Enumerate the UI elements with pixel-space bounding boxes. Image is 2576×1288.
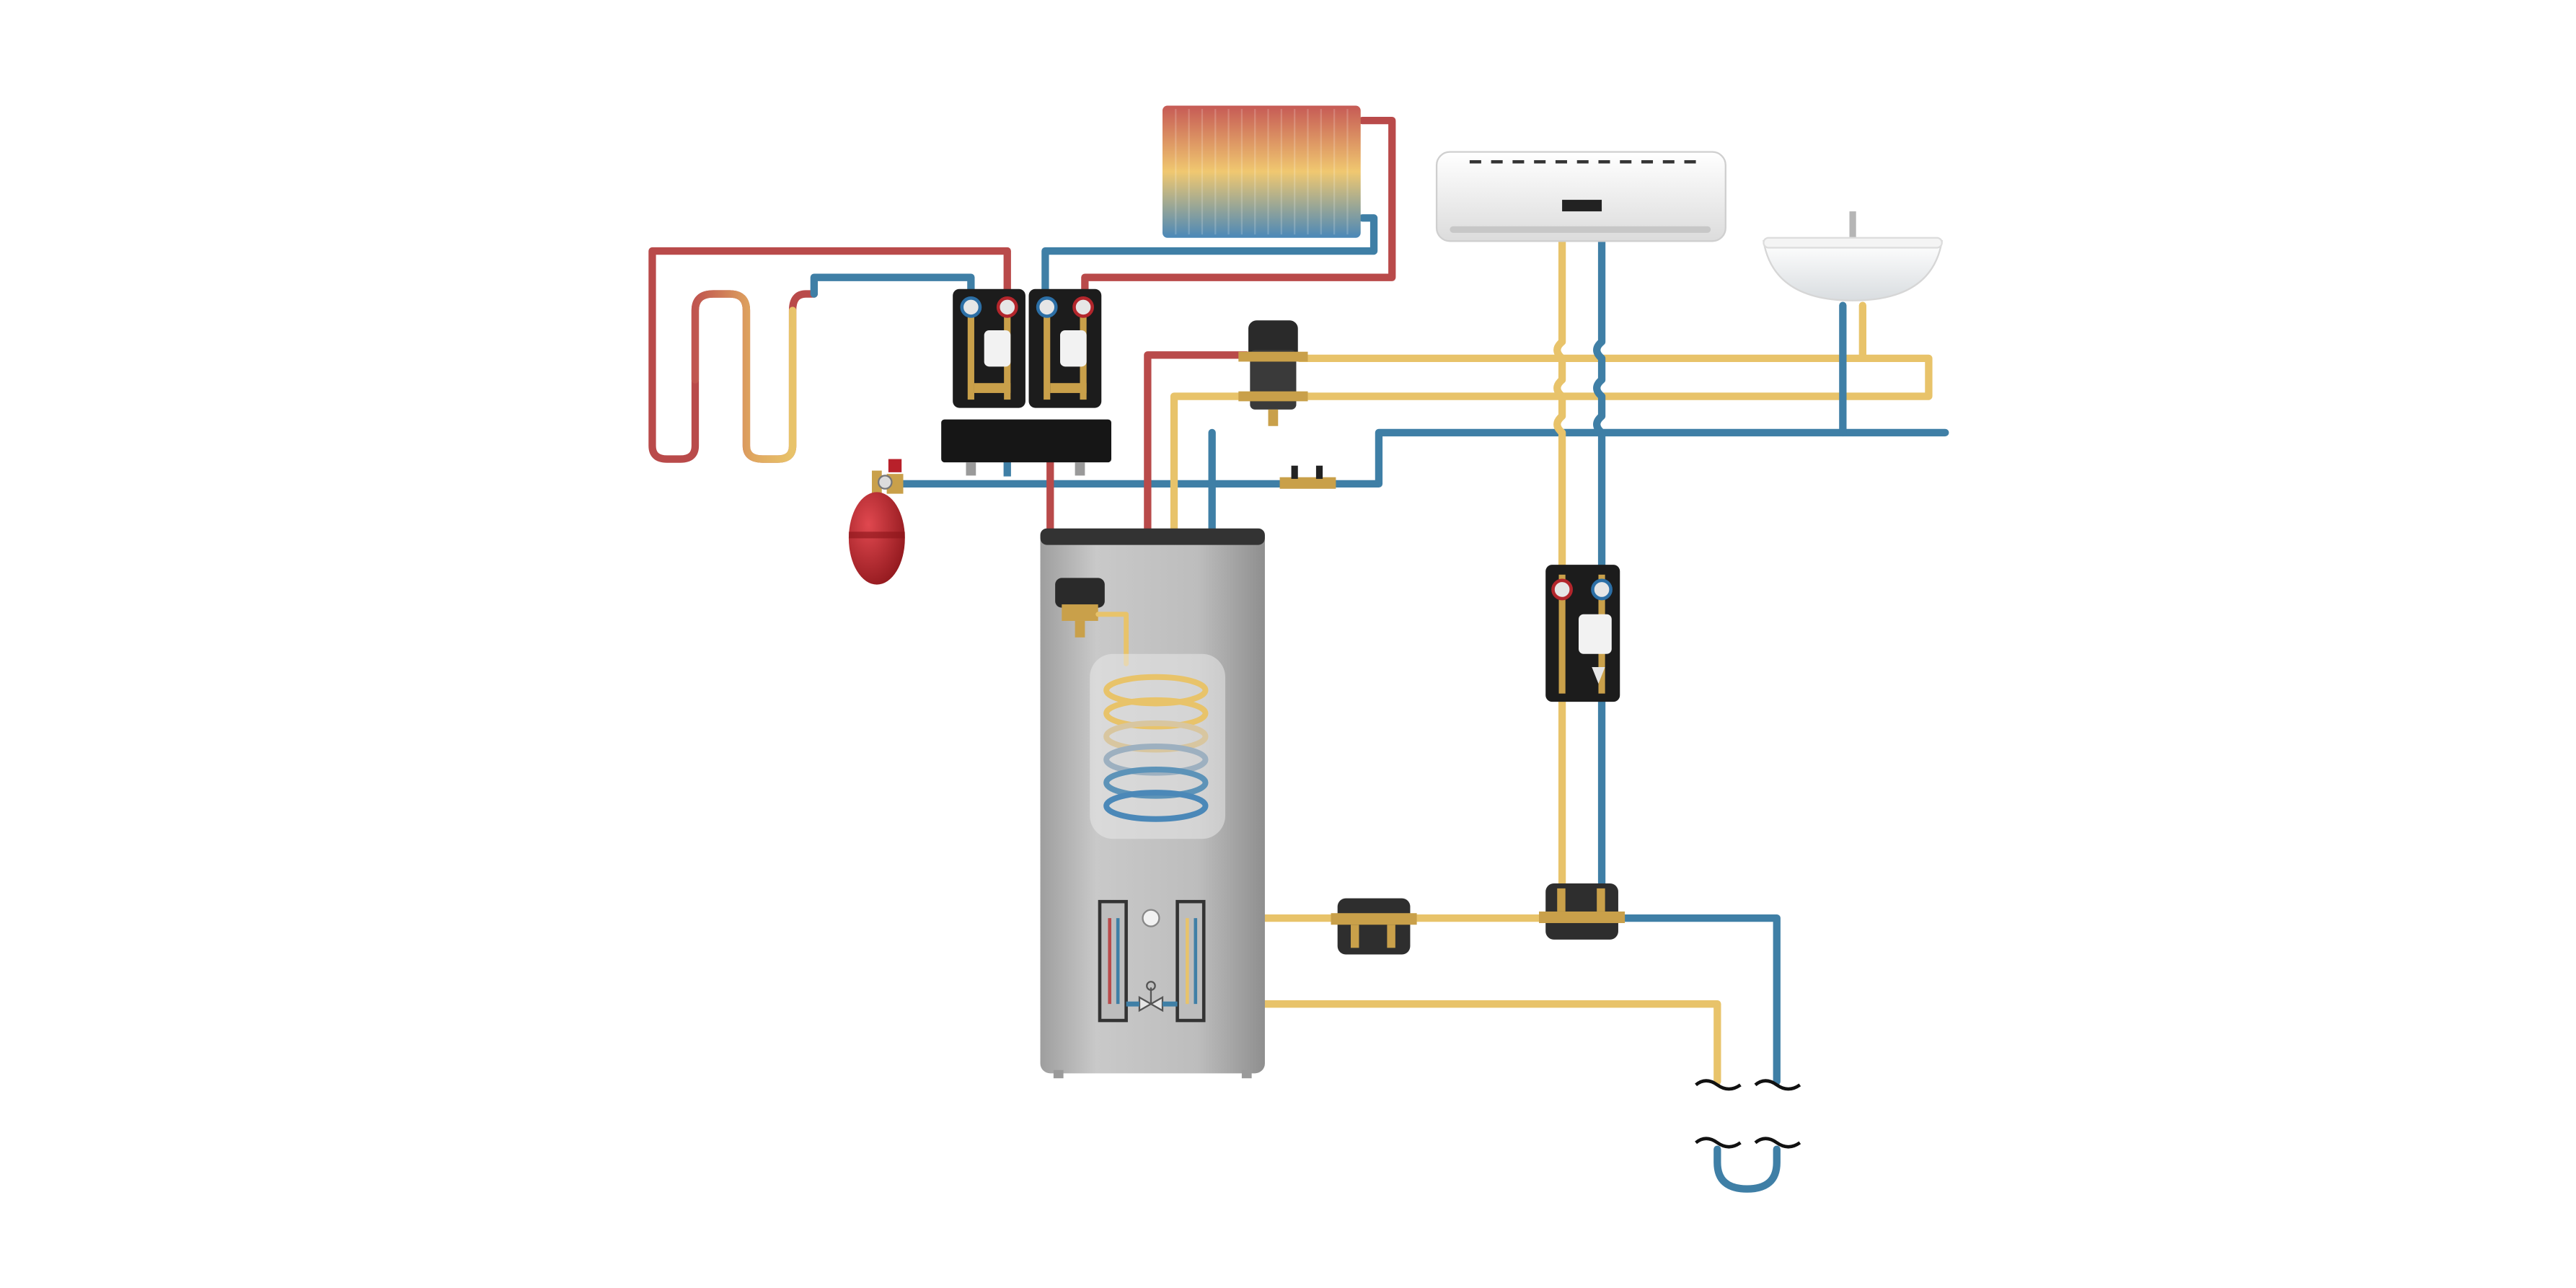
wash-basin bbox=[1763, 211, 1944, 301]
circulation-pump-station bbox=[1545, 565, 1620, 702]
safety-valve-group bbox=[877, 459, 904, 494]
plate-heat-exchanger-right bbox=[1175, 899, 1206, 1023]
pipe-network bbox=[648, 116, 1949, 1085]
connection-valve-block-right bbox=[1539, 883, 1626, 940]
internal-balancing-valve-icon bbox=[1126, 981, 1178, 1013]
temperature-sensor-icon bbox=[1142, 909, 1160, 927]
pump-station-left bbox=[953, 288, 1025, 408]
thermostatic-mixing-valve bbox=[1238, 320, 1308, 426]
radiator-pipes bbox=[1041, 116, 1396, 298]
split-ac-indoor-unit bbox=[1435, 151, 1726, 242]
pump-station-right bbox=[1028, 288, 1102, 408]
underfloor-heating-loop bbox=[648, 247, 1011, 463]
fill-drain-valve bbox=[1279, 465, 1336, 489]
ground-loop-return-bend bbox=[1713, 1145, 1781, 1193]
panel-radiator bbox=[1162, 105, 1361, 238]
ground-loop-break-symbols bbox=[1695, 1079, 1801, 1149]
distribution-manifold bbox=[941, 419, 1111, 476]
connection-valve-block-left bbox=[1331, 898, 1417, 955]
plate-heat-exchanger-left bbox=[1098, 899, 1128, 1023]
tank-diverter-valve bbox=[1055, 578, 1129, 666]
ac-unit-lines bbox=[1553, 237, 1606, 904]
dhw-coil bbox=[1090, 653, 1225, 839]
expansion-vessel bbox=[848, 470, 905, 585]
